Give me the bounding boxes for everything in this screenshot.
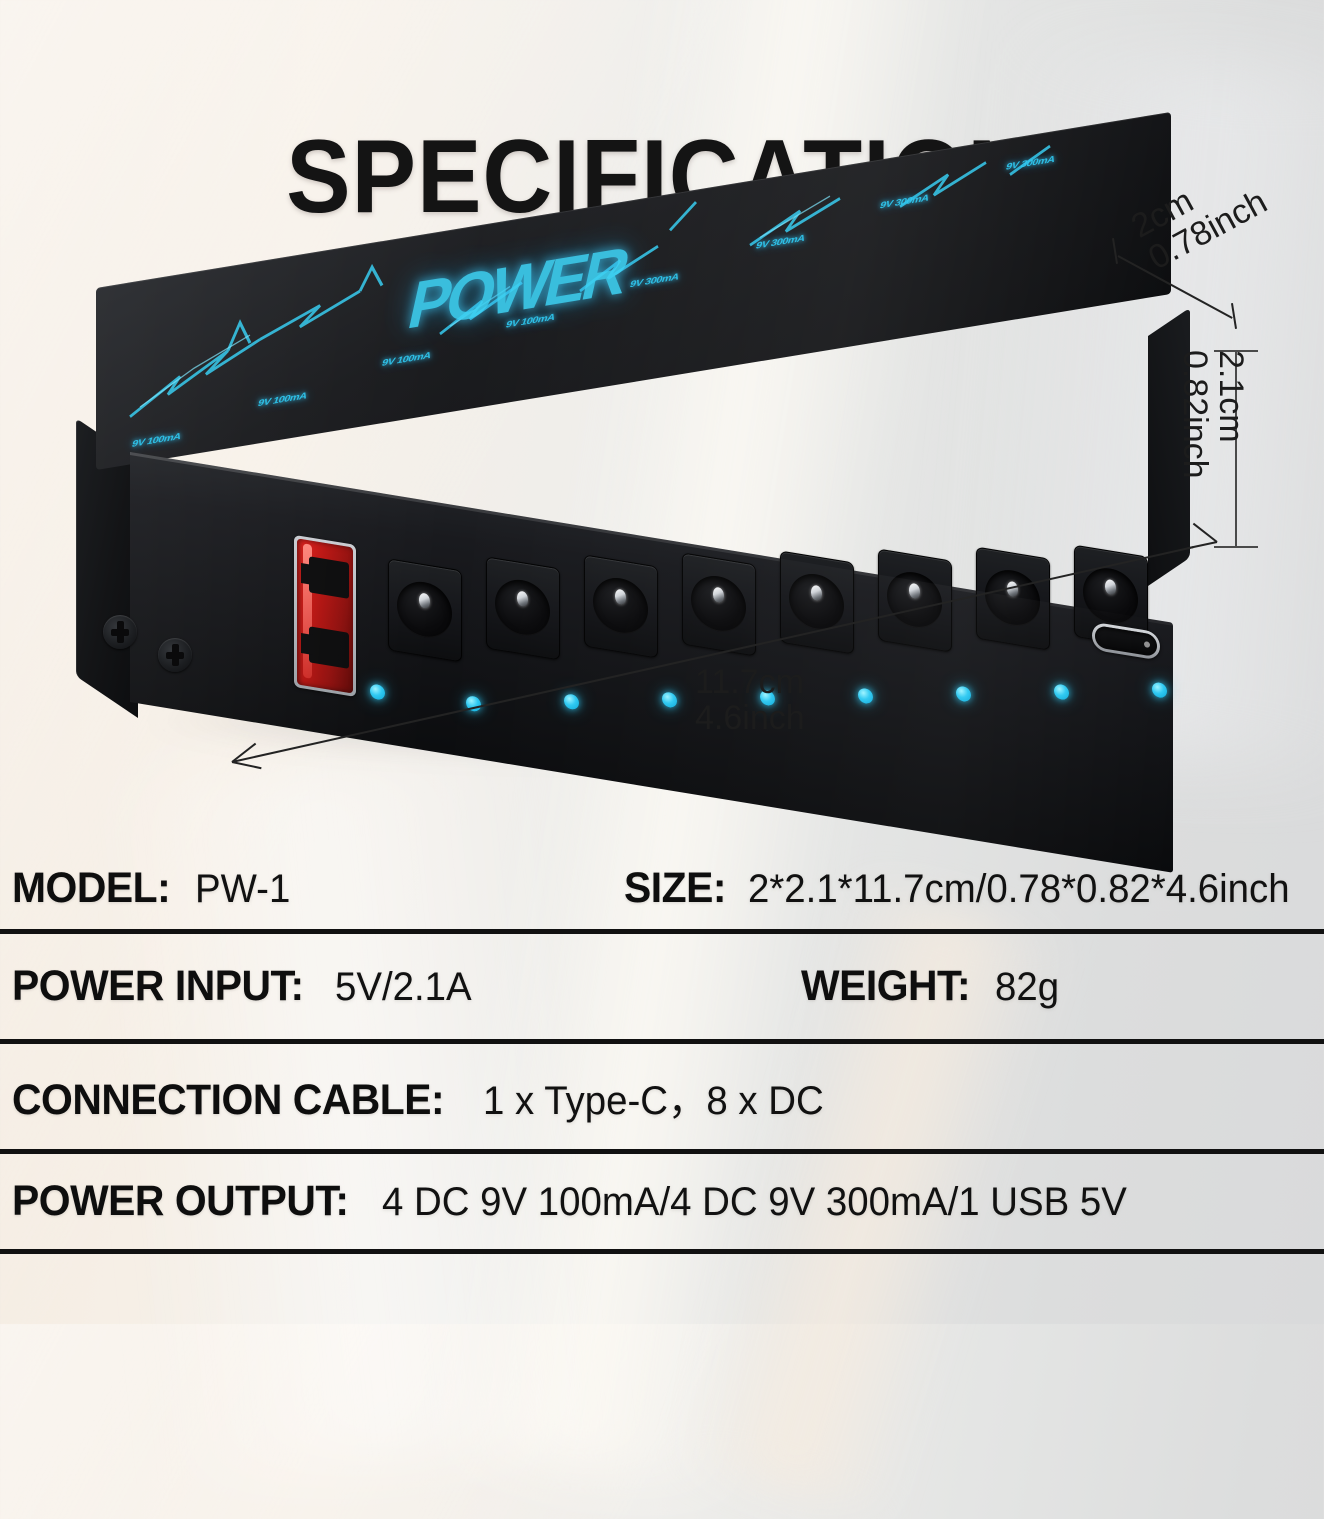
dimension-arrowhead — [1187, 541, 1218, 550]
dc-output-jack — [976, 546, 1050, 651]
spec-label-connection-cable: CONNECTION CABLE: — [12, 1075, 445, 1124]
led-indicator — [370, 683, 385, 701]
height-dimension-label: 2.1cm 0.82inch — [1176, 350, 1250, 479]
spec-value-size: 2*2.1*11.7cm/0.78*0.82*4.6inch — [747, 867, 1290, 911]
length-cm: 11.7cm — [695, 663, 804, 701]
device-front-face — [130, 452, 1173, 873]
led-indicator — [564, 693, 579, 711]
height-inch: 0.82inch — [1176, 350, 1215, 479]
led-indicator — [662, 691, 677, 709]
dimension-end-cap — [1214, 546, 1258, 548]
height-cm: 2.1cm — [1212, 350, 1250, 443]
spec-cell-power-output: POWER OUTPUT: 4 DC 9V 100mA/4 DC 9V 300m… — [12, 1177, 1158, 1226]
spec-cell-weight: WEIGHT: 82g — [801, 962, 1062, 1011]
dimension-end-cap — [1214, 350, 1258, 352]
length-inch: 4.6inch — [695, 698, 805, 737]
dc-output-jack — [486, 556, 560, 661]
dc-output-jack — [878, 548, 952, 653]
led-indicator — [1152, 681, 1167, 699]
dimension-arrowhead — [231, 761, 262, 770]
height-dimension-line — [1235, 350, 1237, 548]
dimension-arrowhead — [1192, 522, 1218, 543]
product-illustration: POWER 9V 100mA 9V 100mA 9V 100mA 9V 100m… — [0, 111, 1324, 873]
spec-value-weight: 82g — [995, 965, 1060, 1009]
spec-value-power-input: 5V/2.1A — [334, 965, 472, 1009]
led-indicator — [1054, 683, 1069, 701]
specification-table: MODEL: PW-1 SIZE: 2*2.1*11.7cm/0.78*0.82… — [0, 848, 1324, 1254]
spec-label-size: SIZE: — [624, 864, 727, 912]
spec-cell-model: MODEL: PW-1 — [12, 864, 482, 913]
spec-cell-connection-cable: CONNECTION CABLE: 1 x Type-C，8 x DC — [12, 1068, 838, 1126]
spec-cell-power-input: POWER INPUT: 5V/2.1A — [12, 962, 712, 1011]
spec-value-power-output: 4 DC 9V 100mA/4 DC 9V 300mA/1 USB 5V — [382, 1180, 1128, 1224]
dc-output-jack — [682, 552, 756, 657]
spec-label-model: MODEL: — [12, 864, 171, 912]
spec-row-model-size: MODEL: PW-1 SIZE: 2*2.1*11.7cm/0.78*0.82… — [0, 848, 1324, 934]
dc-output-jack — [388, 558, 462, 663]
spec-label-weight: WEIGHT: — [801, 962, 971, 1010]
spec-value-model: PW-1 — [194, 867, 290, 911]
spec-row-input-weight: POWER INPUT: 5V/2.1A WEIGHT: 82g — [0, 934, 1324, 1044]
spec-row-power-output: POWER OUTPUT: 4 DC 9V 100mA/4 DC 9V 300m… — [0, 1154, 1324, 1254]
spec-label-power-input: POWER INPUT: — [12, 962, 304, 1010]
screw-icon — [158, 638, 192, 672]
led-indicator — [858, 687, 873, 705]
spec-row-connection-cable: CONNECTION CABLE: 1 x Type-C，8 x DC — [0, 1044, 1324, 1154]
usb-a-port — [294, 534, 356, 698]
length-dimension-label: 11.7cm 4.6inch — [695, 663, 805, 737]
led-indicator — [956, 685, 971, 703]
usb-c-port — [1092, 621, 1160, 661]
dc-output-jack — [584, 554, 658, 659]
dc-output-jack — [780, 550, 854, 655]
spec-value-connection-cable: 1 x Type-C，8 x DC — [482, 1078, 824, 1123]
spec-label-power-output: POWER OUTPUT: — [12, 1177, 349, 1225]
screw-icon — [103, 615, 137, 649]
spec-cell-size: SIZE: 2*2.1*11.7cm/0.78*0.82*4.6inch — [624, 864, 1312, 913]
